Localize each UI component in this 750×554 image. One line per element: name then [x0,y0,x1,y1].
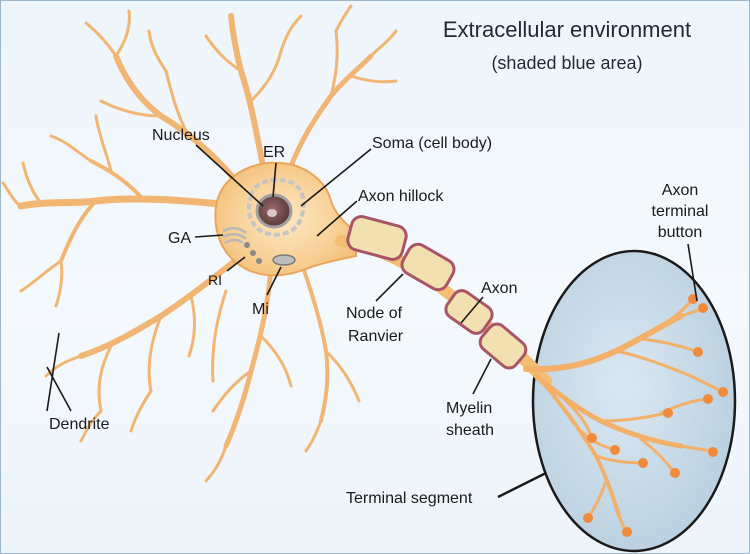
terminal-button [693,347,703,357]
label-mi: Mi [252,301,269,318]
label-terminal-button-1: Axon [662,182,698,199]
label-axon: Axon [481,280,517,297]
terminal-button [622,527,632,537]
label-myelin-2: sheath [446,422,494,439]
myelin-segment [400,242,456,292]
terminal-button [708,447,718,457]
golgi-apparatus [222,227,247,245]
label-node-of-ranvier-2: Ranvier [348,328,404,345]
label-dendrite: Dendrite [49,416,110,433]
ribosome [256,258,262,264]
leader-lines [46,144,698,499]
label-ri: RI [208,272,222,288]
terminal-button [587,433,597,443]
ribosome [244,242,250,248]
terminal-button [718,387,728,397]
terminal-button [583,513,593,523]
mitochondrion [272,254,296,266]
terminal-button [610,445,620,455]
ribosome [250,250,256,256]
label-nucleus: Nucleus [152,127,210,144]
terminal-segment-area [531,249,737,553]
label-myelin-1: Myelin [446,400,492,417]
label-axon-hillock: Axon hillock [358,188,444,205]
myelin-segment [478,322,528,370]
label-terminal-button-3: button [658,224,702,241]
terminal-button [663,408,673,418]
diagram-title: Extracellular environment [443,17,691,42]
label-er: ER [263,144,285,161]
terminal-button [698,303,708,313]
diagram-subtitle: (shaded blue area) [491,53,642,73]
nucleolus [267,209,277,217]
terminal-button [703,394,713,404]
axon-terminal-branches [523,299,723,533]
myelin-segment [444,289,494,335]
terminal-button [670,468,680,478]
terminal-button [638,458,648,468]
myelin-sheath-segments [346,215,528,370]
label-terminal-segment: Terminal segment [346,490,473,507]
label-ga: GA [168,230,191,247]
axon-terminal-buttons [583,294,728,537]
myelin-segment [346,215,408,261]
dendrites [1,4,398,483]
label-soma: Soma (cell body) [372,135,492,152]
er [247,177,306,237]
label-terminal-button-2: terminal [652,203,709,220]
label-node-of-ranvier-1: Node of [346,305,403,322]
